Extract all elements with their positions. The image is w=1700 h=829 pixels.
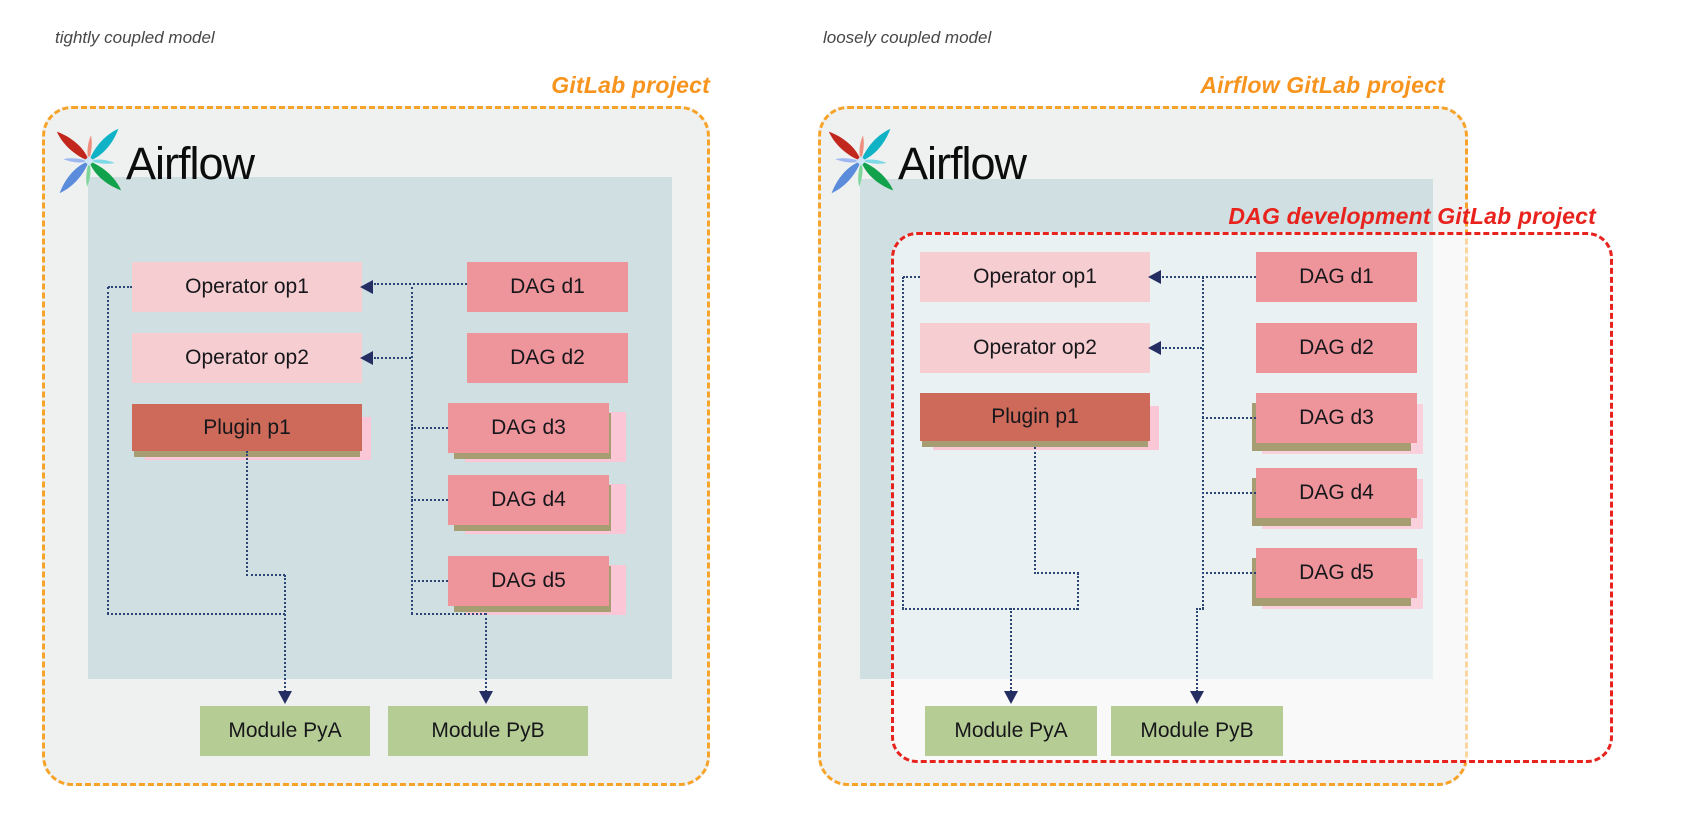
- left-gitlab-project-label: GitLab project: [551, 72, 710, 98]
- dotted-connector: [1010, 608, 1012, 692]
- dotted-connector: [411, 499, 448, 501]
- dotted-connector: [1202, 417, 1256, 419]
- dotted-connector: [411, 580, 448, 582]
- right-module-pyb-box: Module PyB: [1111, 706, 1283, 756]
- dotted-connector: [903, 276, 920, 278]
- arrow-down-icon: [479, 691, 493, 704]
- left-dag-d3-box: DAG d3: [448, 403, 609, 453]
- dotted-connector: [107, 287, 109, 614]
- dotted-connector: [246, 574, 285, 576]
- left-diagram-title: tightly coupled model: [55, 28, 215, 47]
- dotted-connector: [1196, 608, 1198, 692]
- dotted-connector: [902, 608, 1078, 610]
- right-dag-development-project-boundary: [891, 232, 1613, 763]
- dotted-connector: [902, 277, 904, 609]
- dotted-connector: [284, 575, 286, 692]
- airflow-pinwheel-icon: [828, 128, 894, 194]
- left-dag-d5-box: DAG d5: [448, 556, 609, 606]
- arrow-down-icon: [1190, 691, 1204, 704]
- right-operator-op1-box: Operator op1: [920, 252, 1150, 302]
- dotted-connector: [1196, 608, 1204, 610]
- dotted-connector: [374, 283, 467, 285]
- left-operator-op2-box: Operator op2: [132, 333, 362, 383]
- dotted-connector: [411, 287, 413, 614]
- left-dag-d1-box: DAG d1: [467, 262, 628, 312]
- arrow-left-icon: [360, 280, 373, 294]
- dotted-connector: [1162, 347, 1202, 349]
- left-airflow-wordmark: Airflow: [126, 138, 255, 189]
- dotted-connector: [485, 613, 487, 692]
- dotted-connector: [1202, 492, 1256, 494]
- right-dag-d2-box: DAG d2: [1256, 323, 1417, 373]
- right-dag-d1-box: DAG d1: [1256, 252, 1417, 302]
- arrow-down-icon: [278, 691, 292, 704]
- arrow-left-icon: [360, 351, 373, 365]
- dotted-connector: [246, 451, 248, 576]
- arrow-left-icon: [1148, 270, 1161, 284]
- dotted-connector: [1202, 572, 1256, 574]
- airflow-pinwheel-icon: [56, 128, 122, 194]
- dotted-connector: [411, 613, 486, 615]
- dotted-connector: [1034, 572, 1079, 574]
- dotted-connector: [108, 286, 132, 288]
- right-dag-d4-box: DAG d4: [1256, 468, 1417, 518]
- dotted-connector: [1077, 573, 1079, 610]
- left-module-pyb-box: Module PyB: [388, 706, 588, 756]
- arrow-down-icon: [1004, 691, 1018, 704]
- right-plugin-p1-box: Plugin p1: [920, 393, 1150, 441]
- left-operator-op1-box: Operator op1: [132, 262, 362, 312]
- arrow-left-icon: [1148, 341, 1161, 355]
- dotted-connector: [411, 427, 448, 429]
- right-dag-d3-box: DAG d3: [1256, 393, 1417, 443]
- right-operator-op2-box: Operator op2: [920, 323, 1150, 373]
- right-module-pya-box: Module PyA: [925, 706, 1097, 756]
- right-diagram-title: loosely coupled model: [823, 28, 992, 47]
- dotted-connector: [374, 357, 411, 359]
- left-plugin-p1-box: Plugin p1: [132, 404, 362, 451]
- left-module-pya-box: Module PyA: [200, 706, 370, 756]
- left-dag-d2-box: DAG d2: [467, 333, 628, 383]
- dotted-connector: [1162, 276, 1256, 278]
- dotted-connector: [1202, 277, 1204, 609]
- dotted-connector: [1034, 447, 1036, 574]
- right-airflow-wordmark: Airflow: [898, 138, 1027, 189]
- right-airflow-gitlab-project-label: Airflow GitLab project: [1200, 72, 1445, 98]
- right-dag-d5-box: DAG d5: [1256, 548, 1417, 598]
- dotted-connector: [107, 613, 285, 615]
- left-dag-d4-box: DAG d4: [448, 475, 609, 525]
- right-dag-development-project-label: DAG development GitLab project: [1228, 203, 1596, 229]
